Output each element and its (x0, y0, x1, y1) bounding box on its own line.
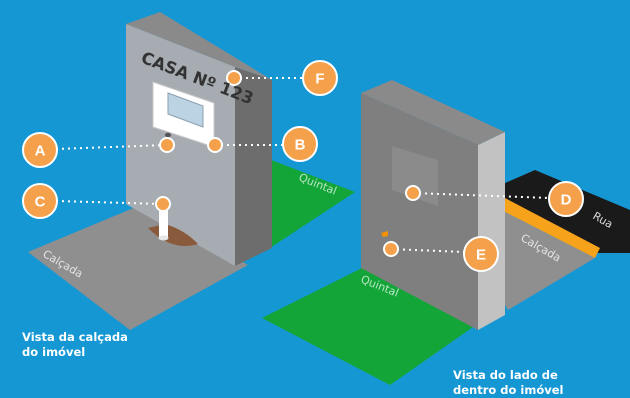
sidewalk-right (505, 212, 595, 310)
inside-valve (381, 231, 388, 237)
target-dot-f (226, 70, 242, 86)
caption-right-line1: Vista do lado de (453, 368, 558, 382)
leader-e (390, 248, 465, 253)
caption-left-line2: do imóvel (22, 345, 86, 359)
house-right-front (361, 93, 478, 330)
target-dot-a (159, 137, 175, 153)
house-right-top (361, 80, 505, 145)
caption-left: Vista da calçada do imóvel (22, 330, 128, 360)
marker-b-circle (282, 126, 318, 162)
caption-right-line2: dentro do imóvel (453, 383, 564, 397)
marker-b-label: B (295, 137, 306, 154)
area-calcada-right: Calçada (519, 231, 564, 264)
pipe-end (158, 235, 169, 241)
marker-c-circle (22, 183, 58, 219)
leader-c (55, 200, 164, 205)
area-rua: Rua (591, 209, 616, 231)
wall-recess (392, 146, 438, 206)
leader-a (55, 144, 168, 150)
meter-display (167, 92, 204, 128)
target-dot-b (207, 137, 223, 153)
house-left-top (126, 12, 272, 80)
house-left-side (235, 67, 272, 266)
marker-c-label: C (35, 194, 46, 211)
marker-f-label: F (315, 71, 324, 88)
caption-left-line1: Vista da calçada (22, 330, 128, 344)
marker-f-circle (302, 60, 338, 96)
marker-d-circle (548, 181, 584, 217)
meter-dial (165, 132, 171, 138)
water-pipe (159, 210, 168, 238)
area-calcada-left: Calçada (41, 247, 86, 280)
area-quintal-right: Quintal (359, 273, 401, 300)
marker-e-label: E (476, 247, 486, 264)
marker-e-circle (463, 236, 499, 272)
marker-d-label: D (561, 192, 572, 209)
area-quintal-left: Quintal (297, 171, 339, 198)
marker-a-circle (22, 132, 58, 168)
target-dot-c (155, 196, 171, 212)
marker-a-label: A (35, 143, 46, 160)
target-dot-e (383, 241, 399, 257)
house-right-side (478, 132, 505, 330)
leader-d (412, 192, 551, 199)
caption-right: Vista do lado de dentro do imóvel (453, 368, 564, 398)
target-dot-d (405, 185, 421, 201)
curb (505, 198, 600, 258)
